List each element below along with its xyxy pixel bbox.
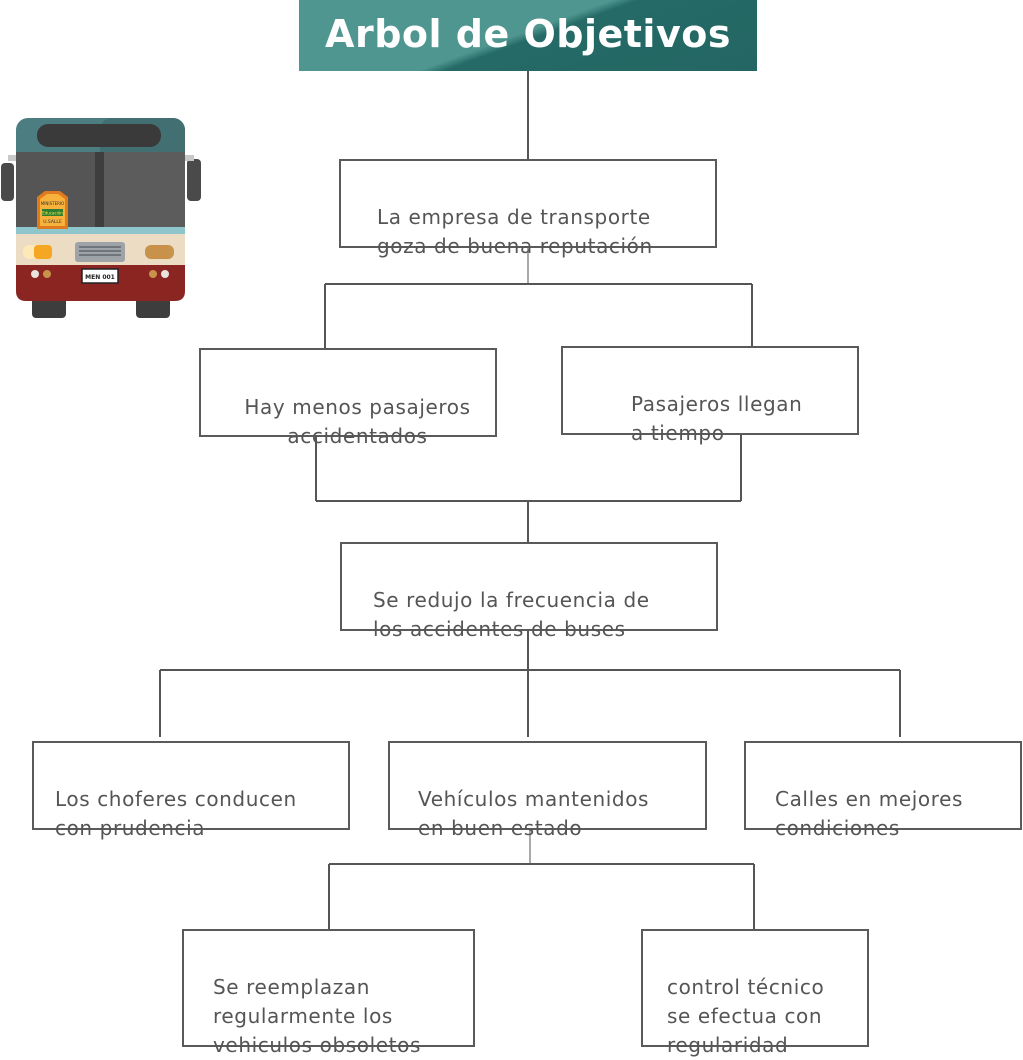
node-reduced-accidents-text: Se redujo la frecuencia de los accidente… bbox=[373, 588, 650, 641]
node-reduced-accidents: Se redujo la frecuencia de los accidente… bbox=[340, 542, 718, 641]
bus-plate: MEN 001 bbox=[85, 274, 115, 281]
node-maintained-vehicles: Vehículos mantenidos en buen estado bbox=[388, 741, 707, 840]
node-better-streets-text: Calles en mejores condiciones bbox=[775, 787, 964, 840]
bus-badge-mid: Educación bbox=[42, 211, 63, 216]
node-technical-control-text: control técnico se efectua con regularid… bbox=[667, 975, 825, 1057]
node-reputation-text: La empresa de transporte goza de buena r… bbox=[377, 205, 653, 258]
node-on-time: Pasajeros llegan a tiempo bbox=[561, 346, 859, 445]
node-replace-obsolete: Se reemplazan regularmente los vehiculos… bbox=[182, 929, 475, 1057]
node-fewer-injured: Hay menos pasajeros accidentados bbox=[199, 348, 497, 448]
node-replace-obsolete-text: Se reemplazan regularmente los vehiculos… bbox=[213, 975, 421, 1057]
bus-icon: MINISTERIO Educación U.SALLE MEN 001 bbox=[1, 118, 201, 318]
title-banner: Arbol de Objetivos bbox=[299, 0, 757, 71]
page-title: Arbol de Objetivos bbox=[325, 11, 731, 56]
node-reputation: La empresa de transporte goza de buena r… bbox=[339, 159, 717, 258]
node-prudent-drivers-text: Los choferes conducen con prudencia bbox=[55, 787, 297, 840]
node-technical-control: control técnico se efectua con regularid… bbox=[641, 929, 869, 1057]
node-better-streets: Calles en mejores condiciones bbox=[744, 741, 1022, 840]
node-maintained-vehicles-text: Vehículos mantenidos en buen estado bbox=[418, 787, 650, 840]
bus-badge-top: MINISTERIO bbox=[41, 201, 64, 206]
node-prudent-drivers: Los choferes conducen con prudencia bbox=[32, 741, 350, 840]
node-on-time-text: Pasajeros llegan a tiempo bbox=[631, 392, 803, 445]
bus-badge-bottom: U.SALLE bbox=[43, 219, 62, 225]
node-fewer-injured-text: Hay menos pasajeros accidentados bbox=[244, 395, 471, 448]
